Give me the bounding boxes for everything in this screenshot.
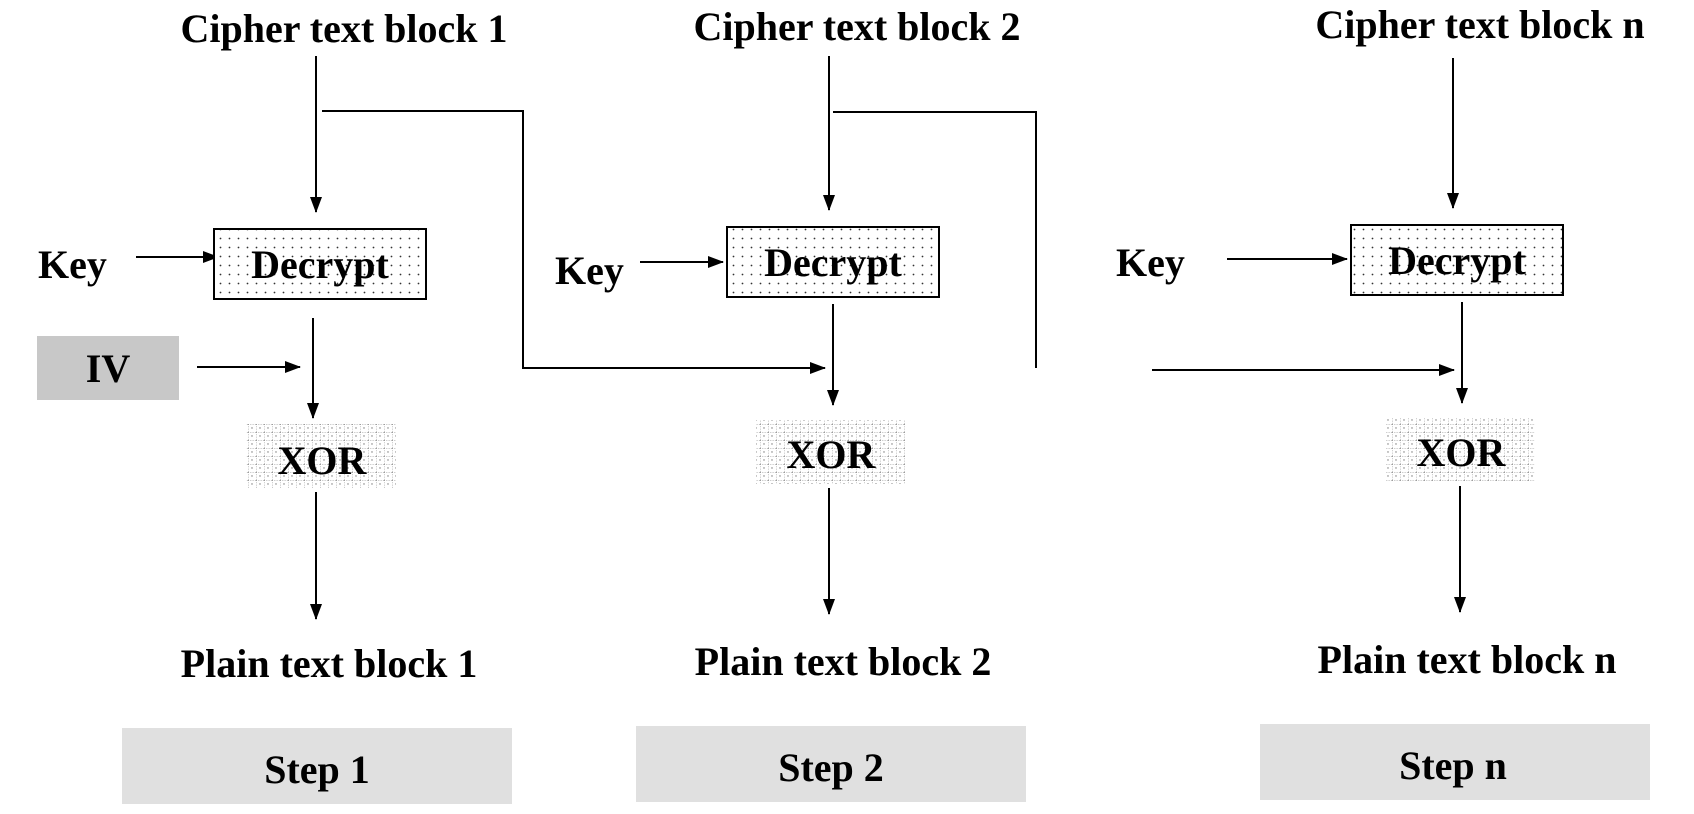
iv-box: [37, 336, 179, 400]
plain-text-block-n-label: Plain text block n: [1318, 637, 1617, 682]
key-2-label: Key: [555, 248, 624, 293]
xor-2-label: XOR: [787, 432, 877, 477]
step-n-column: Cipher text block n Key Decrypt XOR Plai…: [1116, 2, 1650, 800]
decrypt-box-2: [726, 226, 940, 298]
step-2-column: Cipher text block 2 Key Decrypt XOR Plai…: [555, 4, 1037, 802]
step-1-column: Cipher text block 1 Key Decrypt IV XOR P…: [37, 6, 826, 804]
plain-text-block-2-label: Plain text block 2: [695, 639, 992, 684]
cipher-2-chain-line: [833, 111, 1037, 368]
cipher-text-block-2-label: Cipher text block 2: [693, 4, 1020, 49]
step-1-box: [122, 728, 512, 804]
iv-label: IV: [86, 346, 131, 391]
step-n-box: [1260, 724, 1650, 800]
xor-box-2: [756, 420, 906, 484]
decrypt-box-1: [213, 228, 427, 300]
xor-box-n: [1385, 418, 1535, 482]
step-2-label: Step 2: [778, 745, 884, 790]
xor-n-label: XOR: [1417, 430, 1507, 475]
cipher-text-block-1-label: Cipher text block 1: [180, 6, 507, 51]
decrypt-1-label: Decrypt: [251, 242, 389, 287]
xor-1-label: XOR: [278, 438, 368, 483]
step-n-label: Step n: [1399, 743, 1507, 788]
cipher-1-chain-to-xor-2-arrow: [322, 110, 826, 374]
key-1-label: Key: [38, 242, 107, 287]
decrypt-box-n: [1350, 224, 1564, 296]
step-1-label: Step 1: [264, 747, 370, 792]
plain-text-block-1-label: Plain text block 1: [181, 641, 478, 686]
key-n-label: Key: [1116, 240, 1185, 285]
cipher-text-block-n-label: Cipher text block n: [1315, 2, 1644, 47]
decrypt-2-label: Decrypt: [764, 240, 902, 285]
decrypt-n-label: Decrypt: [1388, 238, 1526, 283]
xor-box-1: [246, 424, 396, 488]
step-2-box: [636, 726, 1026, 802]
